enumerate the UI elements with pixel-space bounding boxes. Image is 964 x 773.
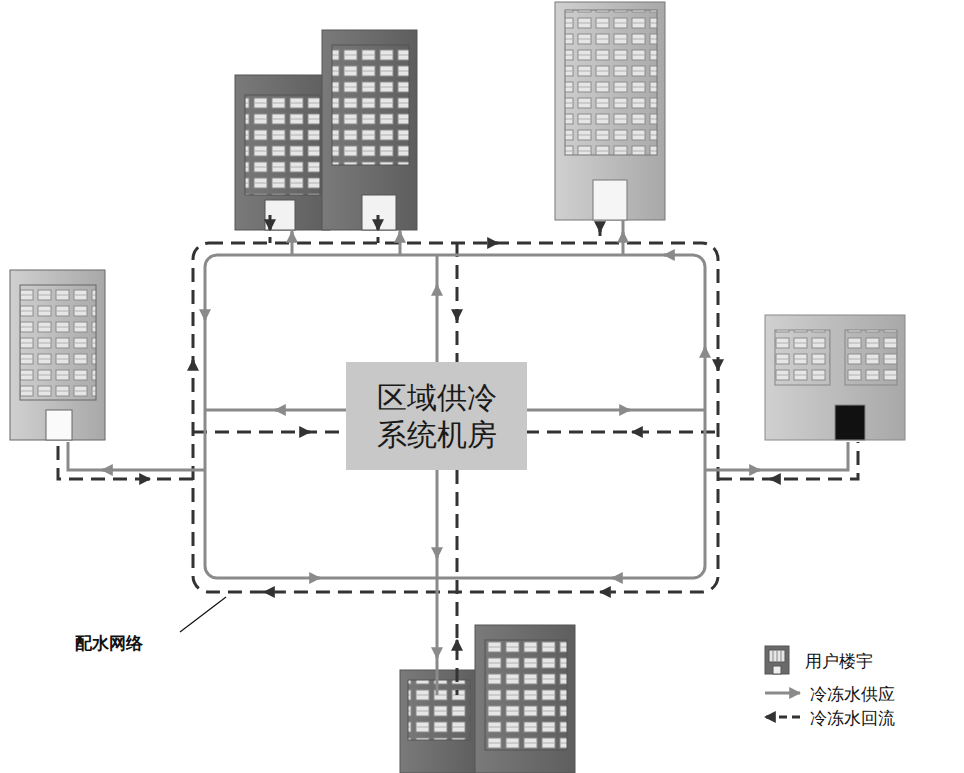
supply-pipe <box>68 220 848 695</box>
building-icon <box>555 2 665 220</box>
machine-room-box: 区域供冷 系统机房 <box>346 362 527 470</box>
room-label: 区域供冷 系统机房 <box>356 379 517 454</box>
legend-supply-line <box>765 692 800 695</box>
supply-arrow <box>102 232 760 658</box>
network-label: 配水网络 <box>75 632 143 655</box>
legend-return-line <box>765 716 800 719</box>
building-icon <box>235 30 417 230</box>
legend-text: 冷冻水回流 <box>810 707 895 730</box>
node-text-group: 区域供冷 系统机房 <box>356 379 517 454</box>
building-icon <box>400 625 575 773</box>
legend-text: 用户楼宇 <box>805 650 873 673</box>
building-icon <box>10 270 105 440</box>
building-icon <box>765 315 905 440</box>
legend-text: 冷冻水供应 <box>810 683 895 706</box>
return-arrow <box>142 222 778 648</box>
return-pipe <box>58 215 858 695</box>
leader-line <box>180 597 226 632</box>
legend-building-icon <box>765 646 789 674</box>
